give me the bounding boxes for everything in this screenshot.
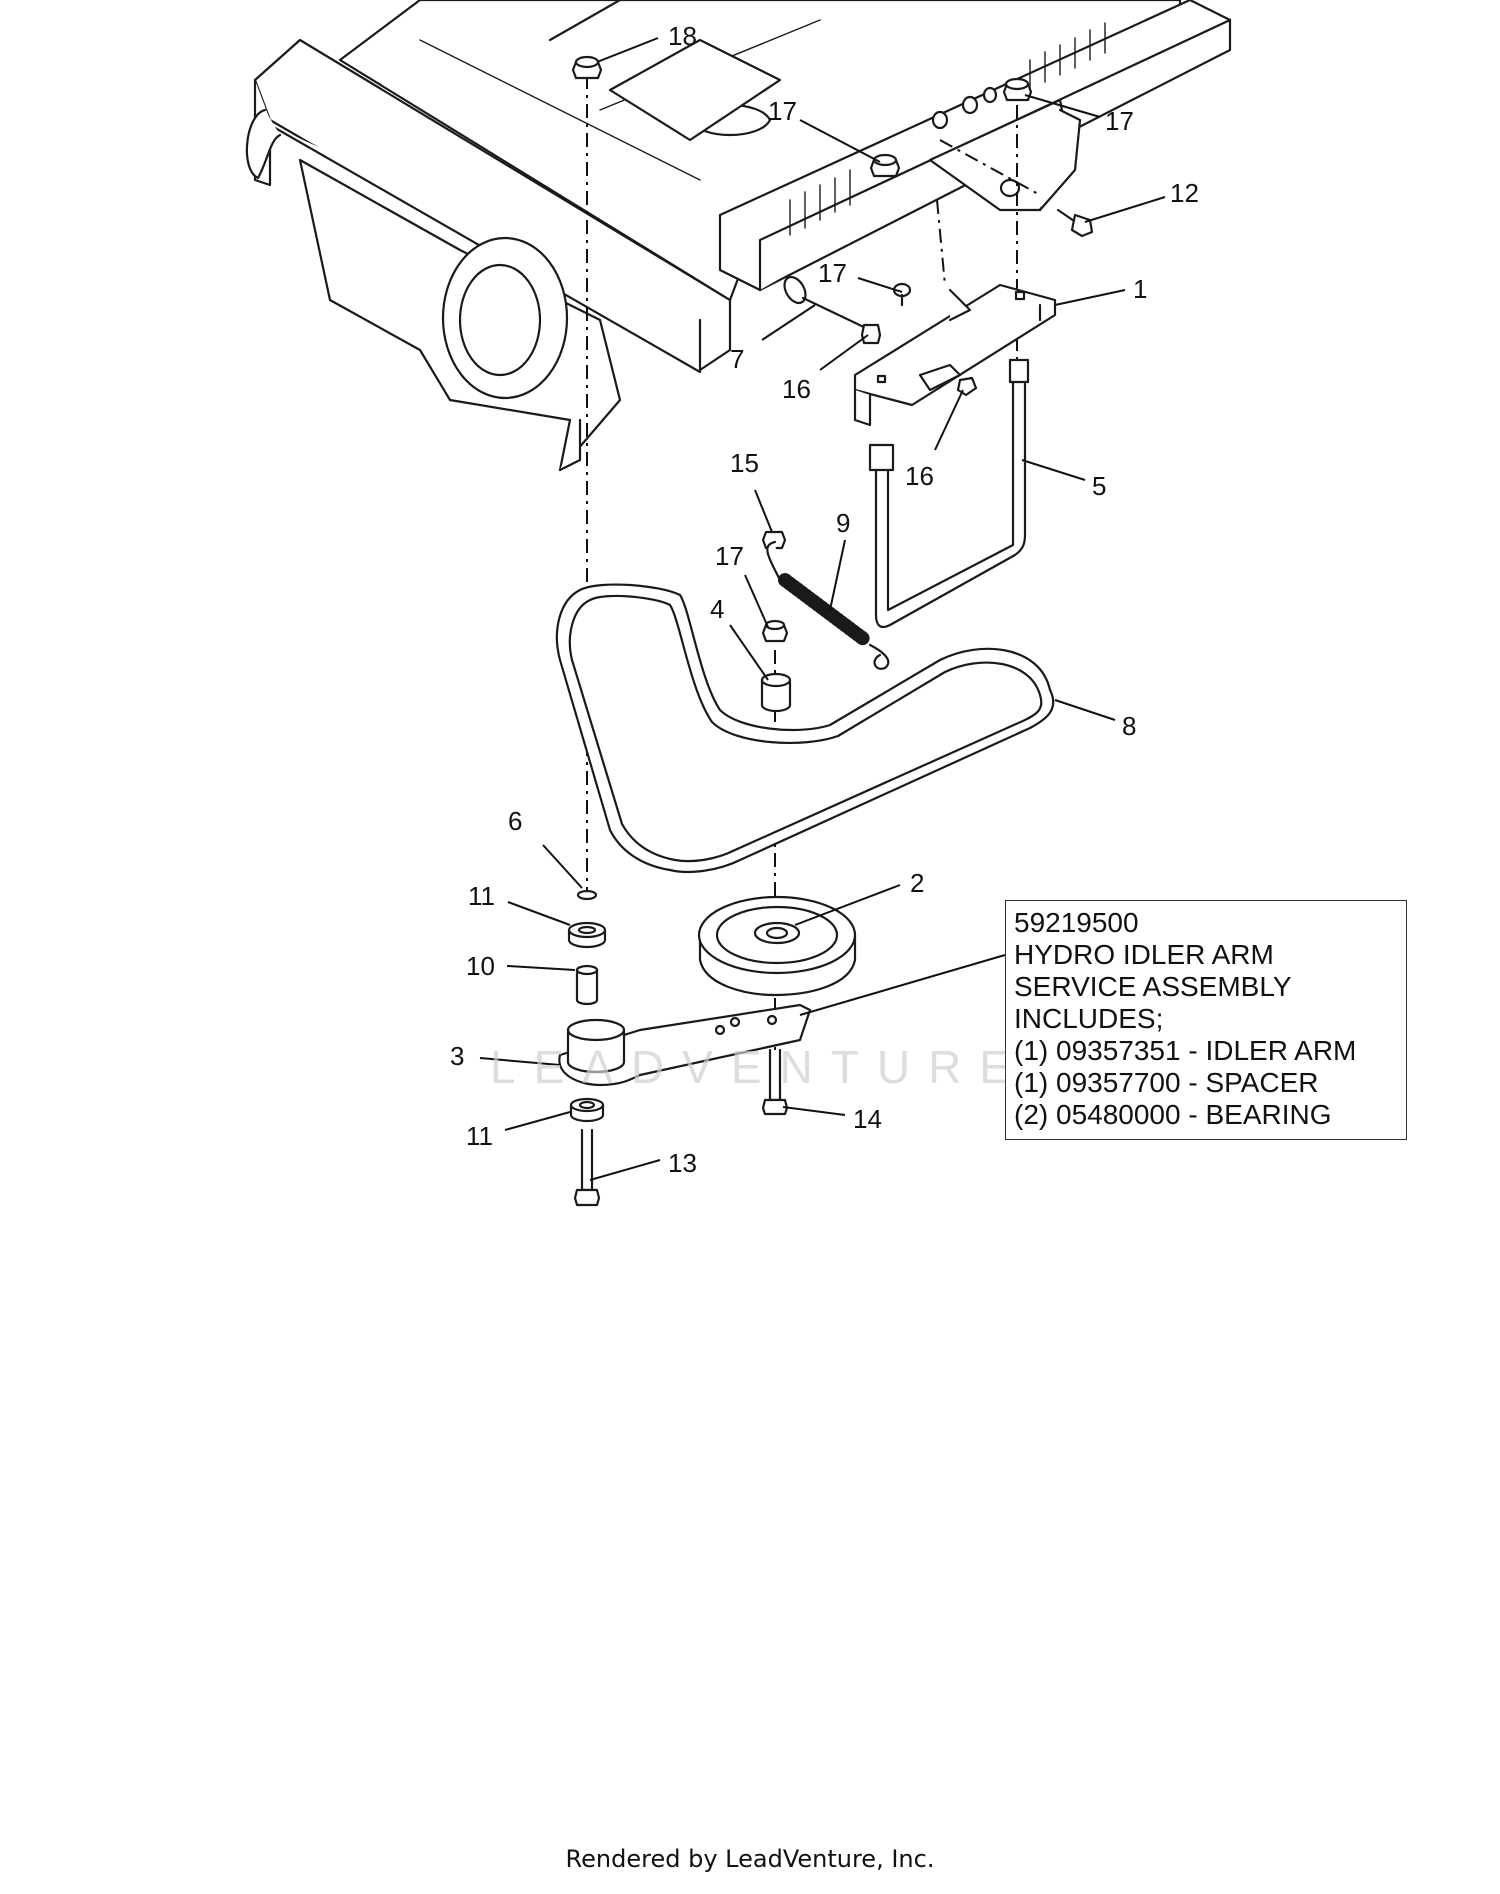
callout-18: 18 xyxy=(668,21,697,51)
idler-arm-3 xyxy=(558,1003,812,1087)
callout-6: 6 xyxy=(508,806,522,836)
callout-17-bracket: 17 xyxy=(818,258,847,288)
note-line: INCLUDES; xyxy=(1014,1003,1164,1034)
spring-9 xyxy=(766,540,890,670)
callout-5: 5 xyxy=(1092,471,1106,501)
callout-14: 14 xyxy=(853,1104,882,1134)
callout-17-top: 17 xyxy=(768,96,797,126)
nut-17-middle xyxy=(761,619,789,643)
rail-slots xyxy=(789,22,1106,236)
washer-6 xyxy=(576,889,598,901)
callout-16-left: 16 xyxy=(782,374,811,404)
nut-16-right xyxy=(956,376,978,397)
callout-4: 4 xyxy=(710,594,724,624)
callout-9: 9 xyxy=(836,508,850,538)
callout-8: 8 xyxy=(1122,711,1136,741)
callout-3: 3 xyxy=(450,1041,464,1071)
callout-1: 1 xyxy=(1133,274,1147,304)
watermark: LEADVENTURE xyxy=(490,1041,1028,1093)
callout-11-upper: 11 xyxy=(468,881,495,911)
callout-17-right: 17 xyxy=(1105,106,1134,136)
nut-18 xyxy=(571,55,603,80)
note-line: 59219500 xyxy=(1014,907,1139,938)
spacer-10 xyxy=(575,964,599,1006)
leader-lines xyxy=(479,37,1166,1181)
bolt-17-upper xyxy=(892,282,912,307)
bolt-12 xyxy=(1056,208,1094,238)
footer-credit: Rendered by LeadVenture, Inc. xyxy=(565,1845,935,1873)
service-assembly-note: 59219500 HYDRO IDLER ARM SERVICE ASSEMBL… xyxy=(1005,900,1407,1140)
callout-11-lower: 11 xyxy=(466,1121,493,1151)
note-line: HYDRO IDLER ARM xyxy=(1014,939,1274,970)
bearing-11-lower xyxy=(569,1097,605,1123)
bracket-1 xyxy=(853,283,1057,427)
callout-15: 15 xyxy=(730,448,759,478)
callout-17-middle: 17 xyxy=(715,541,744,571)
nut-16-left xyxy=(860,323,882,345)
note-line: (2) 05480000 - BEARING xyxy=(1014,1099,1332,1130)
note-line: (1) 09357700 - SPACER xyxy=(1014,1067,1319,1098)
nut-17-right xyxy=(1002,77,1033,102)
note-line: (1) 09357351 - IDLER ARM xyxy=(1014,1035,1357,1066)
eye-bolt-7 xyxy=(783,275,872,332)
callout-13: 13 xyxy=(668,1148,697,1178)
callout-labels: 18 17 17 12 17 1 7 16 16 5 15 9 17 4 8 6… xyxy=(450,21,1199,1178)
bolt-14 xyxy=(761,1048,789,1116)
callout-2: 2 xyxy=(910,868,924,898)
bearing-11-upper xyxy=(567,921,607,949)
mower-frame xyxy=(245,0,1232,472)
spacer-4 xyxy=(760,672,792,713)
callout-12: 12 xyxy=(1170,178,1199,208)
u-rod-5 xyxy=(868,358,1030,629)
note-line: SERVICE ASSEMBLY xyxy=(1014,971,1292,1002)
callout-7: 7 xyxy=(730,344,744,374)
callout-10: 10 xyxy=(466,951,495,981)
callout-16-right: 16 xyxy=(905,461,934,491)
nut-17-frame xyxy=(869,153,901,178)
belt-8 xyxy=(555,583,1055,874)
bolt-13 xyxy=(573,1128,601,1207)
